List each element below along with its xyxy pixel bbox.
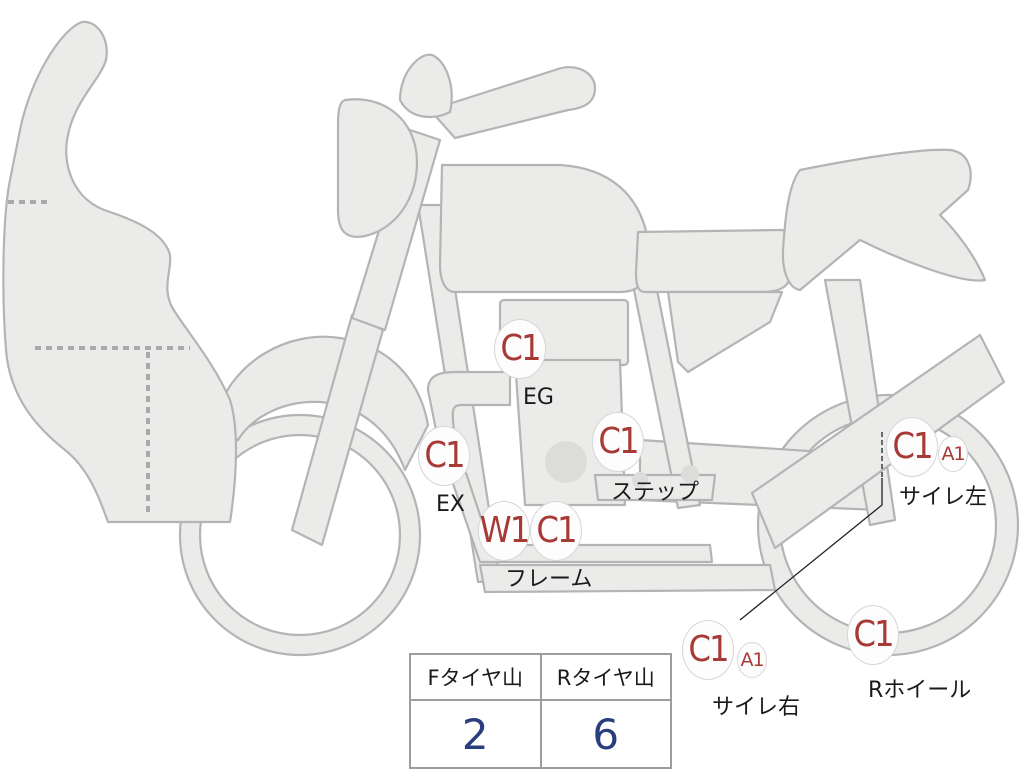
rear-wheel-label: Rホイール — [868, 678, 972, 703]
silencer-left-label: サイレ左 — [899, 485, 988, 510]
handlebar — [428, 66, 597, 140]
side-cover — [666, 290, 784, 374]
silencer-left-badge: C1 — [886, 417, 938, 477]
headlight — [336, 98, 419, 238]
tire-tread-table: Fタイヤ山 Rタイヤ山 2 6 — [409, 653, 672, 769]
rear-wheel-badge: C1 — [847, 605, 899, 665]
seat — [634, 228, 794, 294]
engine-label: EG — [523, 385, 554, 410]
front-fairing — [2, 20, 238, 524]
frame-label: フレーム — [505, 567, 593, 592]
exhaust-badge: C1 — [418, 426, 470, 486]
front-tire-header: Fタイヤ山 — [409, 653, 542, 701]
step-label: ステップ — [611, 480, 700, 505]
mirror — [398, 53, 453, 118]
front-tire-value: 2 — [409, 699, 542, 769]
silencer-left-sub-badge: A1 — [938, 436, 968, 472]
frame-c-badge: C1 — [530, 501, 582, 561]
engine-badge: C1 — [494, 319, 546, 379]
frame-w-badge: W1 — [478, 501, 530, 561]
silencer-right-badge: C1 — [682, 620, 734, 680]
tail-cowl — [781, 148, 987, 292]
silencer-right-leader — [739, 478, 883, 621]
frame-bottom — [478, 563, 777, 594]
silencer-right-label: サイレ右 — [712, 695, 801, 720]
step-badge: C1 — [592, 412, 644, 472]
exhaust-label: EX — [436, 492, 465, 517]
silencer — [750, 333, 1006, 550]
rear-tire-header: Rタイヤ山 — [539, 653, 672, 701]
fuel-tank — [438, 163, 651, 294]
silencer-right-sub-badge: A1 — [737, 642, 767, 678]
front-fender — [213, 335, 430, 472]
fork-upper — [350, 128, 442, 332]
rear-tire-value: 6 — [539, 699, 672, 769]
